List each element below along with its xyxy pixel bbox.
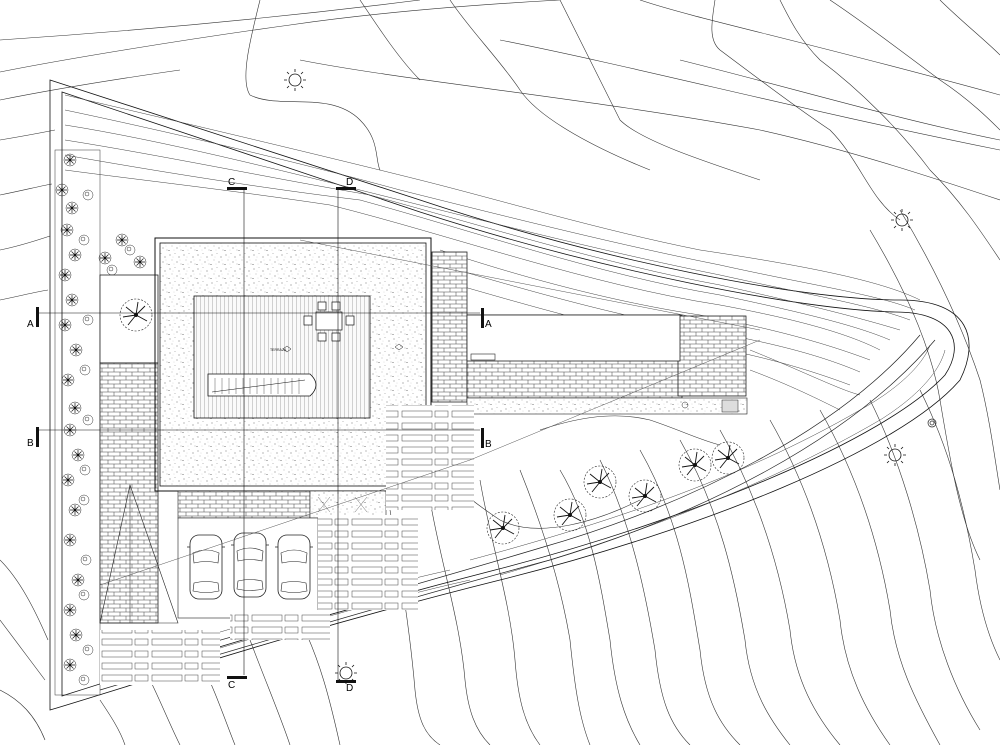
dining-table-icon: [303, 301, 355, 342]
section-a-right-label: A: [485, 319, 492, 330]
stepping-slabs: [100, 405, 474, 685]
site-guides: [99, 239, 761, 586]
section-a-left-label: A: [27, 319, 34, 330]
paved-areas: [99, 251, 748, 624]
level-mark-icon: [282, 343, 404, 353]
section-d-bottom-label: D: [346, 683, 353, 694]
roof-label: TERRAZA: [270, 348, 287, 352]
section-b-left-label: B: [27, 438, 34, 449]
section-c-top-label: C: [228, 177, 235, 188]
section-lines: [38, 189, 480, 680]
courtyard: [99, 274, 159, 364]
driveway-curves: [99, 334, 937, 691]
section-b-right-label: B: [485, 439, 492, 450]
section-labels: A A B B C D C D: [27, 177, 492, 694]
trees: [486, 441, 745, 545]
stair-skylight: [207, 373, 317, 397]
section-c-bottom-label: C: [228, 680, 235, 691]
main-house: TERRAZA: [154, 237, 432, 492]
car-icon: [186, 532, 314, 600]
section-d-top-label: D: [346, 177, 353, 188]
